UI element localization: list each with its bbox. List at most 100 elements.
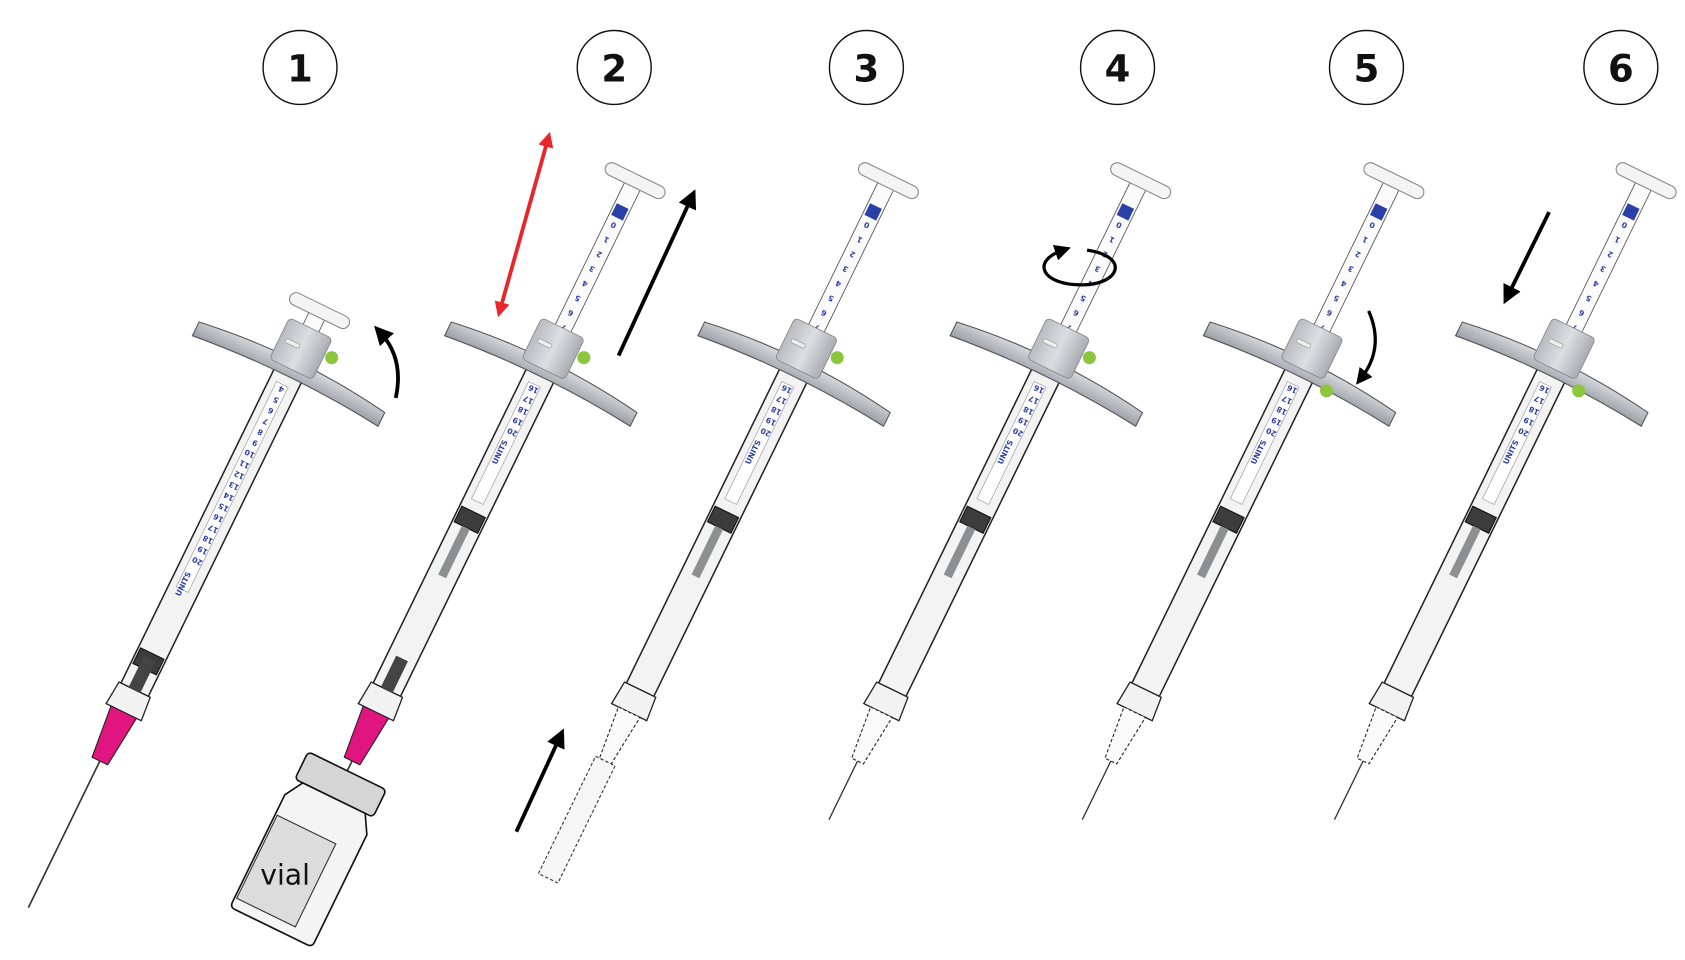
plunger-head[interactable] <box>287 290 351 330</box>
barrel-scale-number: 15 <box>217 501 230 514</box>
needle <box>27 760 101 908</box>
plunger-head[interactable] <box>1108 160 1172 200</box>
curved-arrow-up-icon <box>374 325 400 399</box>
plunger-head[interactable] <box>603 160 667 200</box>
plunger-scale-marker <box>611 203 629 221</box>
plunger-scale-number: 2 <box>595 249 604 259</box>
syringe: 1617181920UNITS012345678 <box>828 160 1172 820</box>
syringe: 1617181920UNITS012345678 <box>1081 160 1426 820</box>
barrel-scale-number: 4 <box>277 384 286 394</box>
plunger-scale-number: 3 <box>841 264 850 274</box>
barrel-scale-number: 17 <box>206 522 219 535</box>
step-number: 1 <box>287 48 313 91</box>
needle-hub-clear <box>851 706 893 765</box>
step-6: 61617181920UNITS012345678 <box>1333 29 1678 820</box>
vial-label <box>235 814 337 928</box>
inner-rod <box>943 525 976 579</box>
needle-cap[interactable] <box>537 755 616 884</box>
barrel-scale-number: 16 <box>1286 383 1299 396</box>
step-circle <box>1583 29 1659 106</box>
plunger-scale-number: 4 <box>834 278 843 288</box>
finger-flange <box>697 321 891 428</box>
plunger-scale-number: 7 <box>1065 322 1074 332</box>
plunger-scale-number: 0 <box>609 220 618 230</box>
finger-flange <box>443 321 638 428</box>
barrel-scale-number: 16 <box>1538 383 1551 396</box>
barrel-scale-strip <box>175 381 289 593</box>
step-number: 6 <box>1608 48 1634 91</box>
step-number: 5 <box>1354 48 1380 91</box>
needle-hub-pink <box>343 705 390 766</box>
barrel-scale-number: 18 <box>516 404 529 417</box>
step-number-badge: 5 <box>1328 29 1405 106</box>
barrel-collar <box>1368 681 1415 722</box>
barrel-scale-number: 20 <box>1011 426 1024 439</box>
green-lock-tab[interactable] <box>828 349 845 366</box>
dose-lock-housing <box>1028 318 1090 379</box>
plunger-scale-number: 5 <box>1584 293 1593 303</box>
barrel-scale-number: 12 <box>233 469 246 482</box>
plunger-head[interactable] <box>1614 160 1678 200</box>
barrel-scale-number: 17 <box>1533 393 1546 406</box>
barrel-scale-number: 5 <box>272 395 281 405</box>
barrel-collar <box>1116 681 1163 722</box>
barrel-scale-number: 18 <box>1022 404 1035 417</box>
step-4: 41617181920UNITS012345678 <box>828 29 1172 820</box>
plunger-scale-number: 1 <box>602 234 611 244</box>
barrel-scale-number: 19 <box>196 544 209 557</box>
plunger-scale-number: 2 <box>848 249 857 259</box>
step-number-badge: 4 <box>1079 29 1156 106</box>
barrel-scale-number: 19 <box>1270 415 1283 428</box>
green-lock-tab[interactable] <box>1570 382 1587 399</box>
barrel-scale-number: 10 <box>243 447 256 460</box>
plunger-scale-number: 0 <box>1368 220 1377 230</box>
plunger-scale-number: 0 <box>862 220 871 230</box>
plunger-scale-number: 0 <box>1115 220 1124 230</box>
barrel-collar <box>610 681 657 722</box>
stopper-base <box>380 655 408 693</box>
plunger-scale-number: 5 <box>573 293 582 303</box>
barrel-scale-number: 13 <box>227 479 240 492</box>
green-lock-tab[interactable] <box>575 349 592 366</box>
barrel-scale-number: 17 <box>522 393 535 406</box>
green-lock-tab[interactable] <box>1318 382 1335 399</box>
housing-slot <box>285 338 300 349</box>
housing-slot <box>1043 338 1058 349</box>
needle-hub-clear <box>1104 706 1147 765</box>
housing-slot <box>1548 338 1564 349</box>
plunger-scale-number: 6 <box>1325 308 1334 318</box>
barrel-scale-number: 18 <box>770 404 783 417</box>
barrel-scale-strip <box>1482 381 1552 505</box>
plunger-scale-number: 1 <box>1108 234 1117 244</box>
dose-lock-housing <box>1533 318 1595 379</box>
barrel-scale-number: 7 <box>261 416 270 426</box>
dose-lock-housing <box>522 318 584 379</box>
needle-hub-pink <box>91 705 138 766</box>
step-number: 2 <box>601 48 627 91</box>
step-3: 31617181920UNITS012345678 <box>537 29 920 884</box>
plunger-scale-number: 3 <box>588 264 597 274</box>
push-down-arrow-icon <box>1503 211 1551 305</box>
housing-slot <box>790 338 806 349</box>
dose-lock-housing <box>270 318 332 379</box>
needle <box>1081 760 1112 820</box>
inner-rod <box>1197 525 1229 579</box>
barrel-scale-number: 19 <box>764 415 777 428</box>
needle <box>1333 760 1364 820</box>
step-circle <box>1328 29 1405 106</box>
barrel-scale-number: 9 <box>251 438 260 448</box>
plunger-head[interactable] <box>1362 160 1426 200</box>
plunger-scale-number: 1 <box>1361 234 1370 244</box>
green-lock-tab[interactable] <box>1081 349 1098 366</box>
step-5: 51617181920UNITS012345678 <box>1081 29 1426 820</box>
barrel-scale-number: 16 <box>212 512 225 525</box>
barrel-scale-strip <box>1229 381 1300 505</box>
inner-rod <box>691 525 724 579</box>
barrel-scale-number: 16 <box>527 383 540 396</box>
barrel-scale-number: 6 <box>266 405 275 415</box>
barrel-scale-number: 20 <box>191 555 204 568</box>
green-lock-tab[interactable] <box>323 349 340 366</box>
plunger-head[interactable] <box>856 160 920 200</box>
plunger-scale-number: 1 <box>855 234 864 244</box>
